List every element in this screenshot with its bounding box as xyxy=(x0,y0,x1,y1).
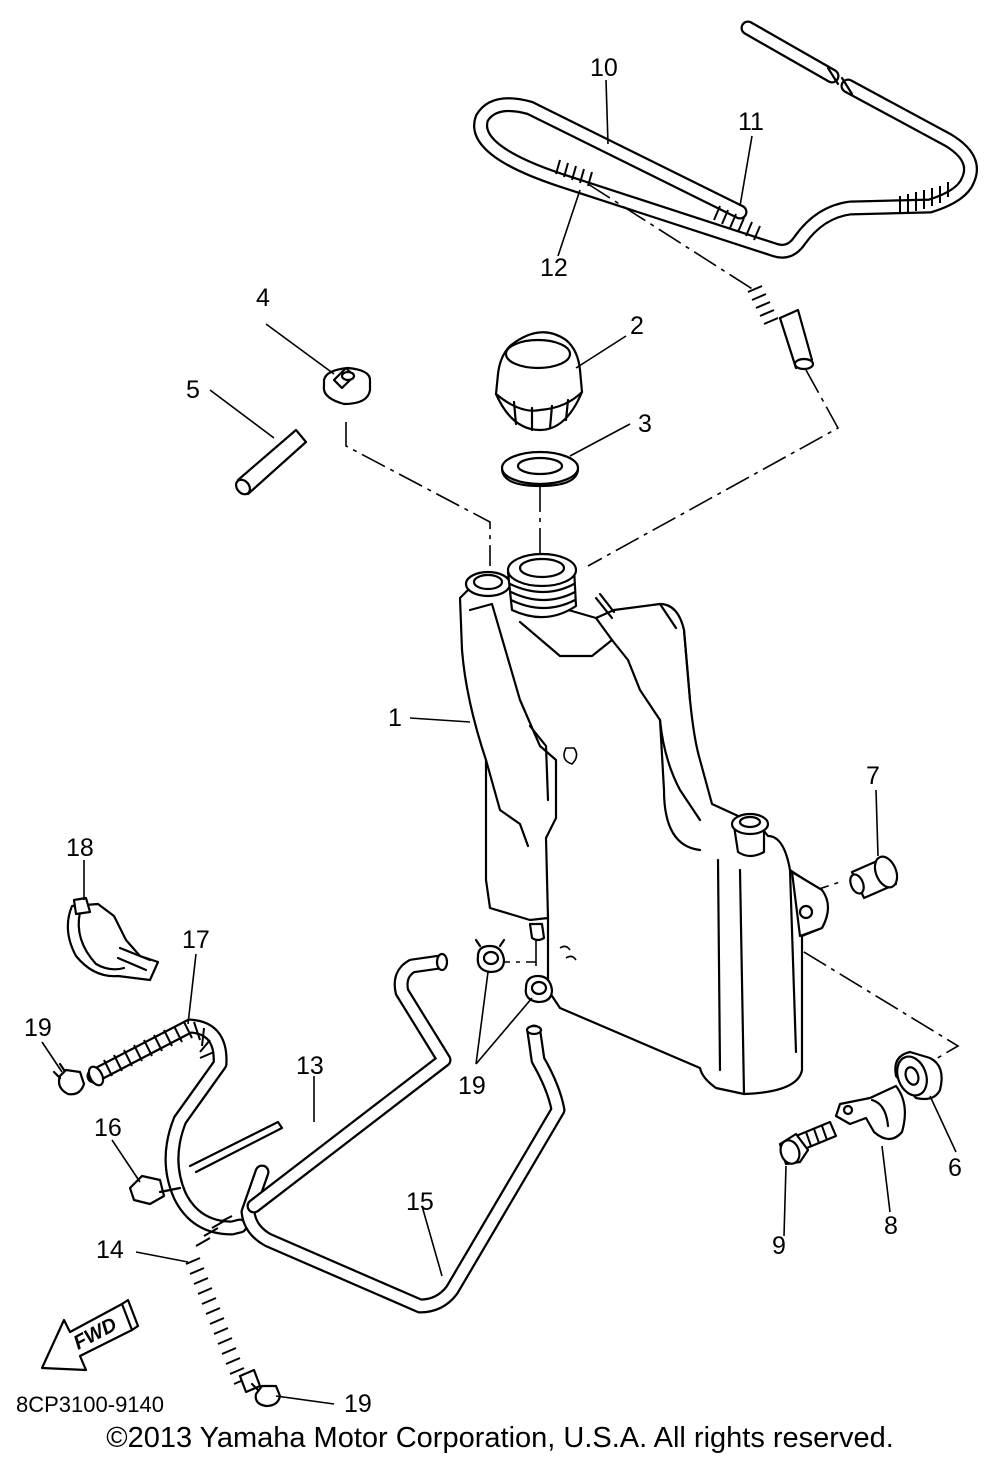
part-code: 8CP3100-9140 xyxy=(16,1392,164,1417)
vent-cap-4 xyxy=(322,366,372,406)
collar-7 xyxy=(849,855,899,900)
callout-6: 6 xyxy=(948,1154,962,1182)
callout-4: 4 xyxy=(256,284,270,312)
oil-hose-13 xyxy=(188,952,452,1214)
spring-sleeve-14 xyxy=(185,1215,262,1394)
callout-14: 14 xyxy=(96,1236,124,1264)
callout-17: 17 xyxy=(182,926,210,954)
oil-hose-15 xyxy=(240,1024,566,1314)
filler-cap-2 xyxy=(494,331,584,432)
hose-clip-19-upper xyxy=(474,938,506,974)
forward-direction-arrow: FWD xyxy=(40,1298,140,1372)
breather-hose-end xyxy=(747,285,815,371)
clamp-bracket-8 xyxy=(834,1084,907,1141)
breather-hose-10 xyxy=(473,20,978,259)
callout-3: 3 xyxy=(638,410,652,438)
callout-19-left: 19 xyxy=(24,1014,52,1042)
hose-clamp-18 xyxy=(66,896,160,982)
callout-10: 10 xyxy=(590,54,618,82)
hose-clip-19-bottom xyxy=(250,1382,282,1408)
fitting-16 xyxy=(128,1174,182,1206)
callout-7: 7 xyxy=(866,762,880,790)
callout-13: 13 xyxy=(296,1052,324,1080)
assembly-guide-lines xyxy=(345,183,960,1061)
copyright-notice: ©2013 Yamaha Motor Corporation, U.S.A. A… xyxy=(106,1422,894,1454)
callout-15: 15 xyxy=(406,1188,434,1216)
callout-numbers: 1 2 3 4 5 6 7 8 9 10 11 12 13 14 15 16 1… xyxy=(24,54,962,1418)
callout-12: 12 xyxy=(540,254,568,282)
bolt-9 xyxy=(778,1120,838,1166)
grommet-6 xyxy=(894,1050,943,1101)
callout-8: 8 xyxy=(884,1212,898,1240)
callout-5: 5 xyxy=(186,376,200,404)
callout-19-middle: 19 xyxy=(458,1072,486,1100)
callout-1: 1 xyxy=(388,704,402,732)
callout-18: 18 xyxy=(66,834,94,862)
oil-tank-1 xyxy=(458,552,830,1096)
hose-clip-19-middle xyxy=(524,974,554,1004)
callout-11: 11 xyxy=(738,108,764,136)
callout-2: 2 xyxy=(630,312,644,340)
callout-19-bottom: 19 xyxy=(344,1390,372,1418)
callout-16: 16 xyxy=(94,1114,122,1142)
oil-hose-17 xyxy=(86,1018,248,1236)
gasket-3 xyxy=(500,450,580,488)
callout-9: 9 xyxy=(772,1232,786,1260)
callout-leader-lines xyxy=(41,79,957,1405)
hose-clip-19-left xyxy=(52,1062,86,1096)
hose-5 xyxy=(235,428,308,496)
